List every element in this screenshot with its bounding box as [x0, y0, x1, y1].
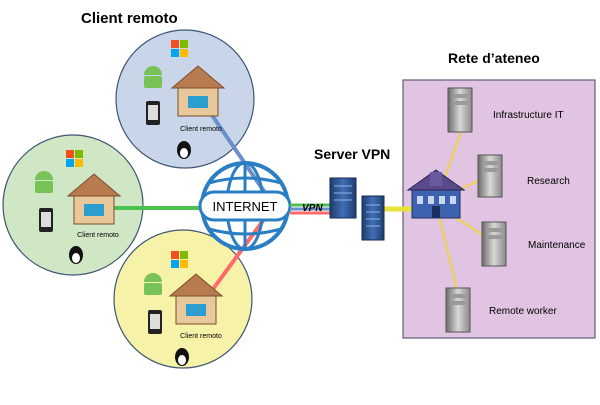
- vpn-server-rack-icon: [329, 177, 385, 241]
- client-label-bottom: Client remoto: [180, 333, 222, 340]
- vpn-tunnel-label: VPN: [302, 203, 323, 214]
- windows-icon: [171, 40, 188, 57]
- house-icon: [66, 173, 122, 225]
- android-icon: [144, 273, 162, 295]
- linux-icon: [175, 348, 189, 366]
- university-building-icon: [406, 169, 466, 219]
- linux-icon: [69, 246, 83, 264]
- server-tower-icon: [477, 154, 503, 198]
- linux-icon: [177, 141, 191, 159]
- client-icons-bottom: [144, 251, 224, 366]
- server-label-maintenance: Maintenance: [528, 240, 586, 251]
- android-icon: [35, 171, 53, 193]
- client-group-title: Client remoto: [81, 10, 178, 27]
- server-label-research: Research: [527, 176, 570, 187]
- client-icons-left: [35, 150, 122, 264]
- client-circle-left: [2, 134, 144, 276]
- android-icon: [144, 66, 162, 88]
- windows-icon: [66, 150, 83, 167]
- link-bottom-client: [203, 216, 267, 302]
- server-label-remote-worker: Remote worker: [489, 306, 557, 317]
- internet-globe-icon: [198, 161, 292, 251]
- server-tower-icon: [445, 287, 471, 333]
- house-icon: [168, 273, 224, 325]
- house-icon: [170, 65, 226, 117]
- internet-label: INTERNET: [213, 199, 278, 214]
- client-icons-top: [144, 40, 226, 159]
- client-label-left: Client remoto: [77, 232, 119, 239]
- server-tower-icon: [481, 221, 507, 267]
- apple-phone-icon: [148, 310, 162, 334]
- server-label-infrastructure: Infrastructure IT: [493, 110, 564, 121]
- campus-network-title: Rete d’ateneo: [448, 50, 540, 66]
- windows-icon: [171, 251, 188, 268]
- client-label-top: Client remoto: [180, 126, 222, 133]
- vpn-server-title: Server VPN: [314, 146, 391, 162]
- apple-phone-icon: [39, 208, 53, 232]
- apple-phone-icon: [146, 101, 160, 125]
- server-tower-icon: [447, 87, 473, 133]
